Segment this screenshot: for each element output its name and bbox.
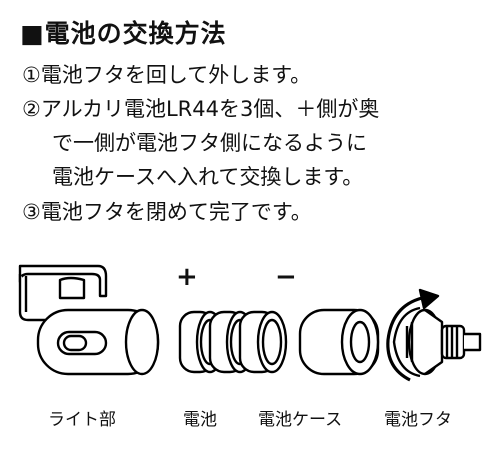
rotate-arrow-icon [386,288,440,382]
step-2-text-line-1: ②アルカリ電池LR44を3個、＋側が奥 [22,97,380,121]
caption-light-unit: ライト部 [48,410,116,430]
caption-battery: 電池 [183,410,217,430]
step-1-text: ①電池フタを回して外します。 [22,63,312,87]
light-unit-drawing [18,264,160,376]
battery-case-drawing [298,308,380,376]
step-2-text-line-2: で一側が電池フタ側になるように [52,131,367,155]
page-title: ■電池の交換方法 [20,19,227,48]
caption-battery-case: 電池ケース [258,410,343,430]
batteries-drawing [178,310,288,374]
step-2-text-line-3: 電池ケースへ入れて交換します。 [52,165,364,189]
caption-battery-cover: 電池フタ [384,410,452,430]
battery-cover-drawing [392,306,482,378]
plus-sign: + [176,262,198,292]
step-3-text: ③電池フタを閉めて完了です。 [22,200,312,224]
minus-sign: − [275,262,297,292]
battery-replacement-illustration [18,264,482,382]
